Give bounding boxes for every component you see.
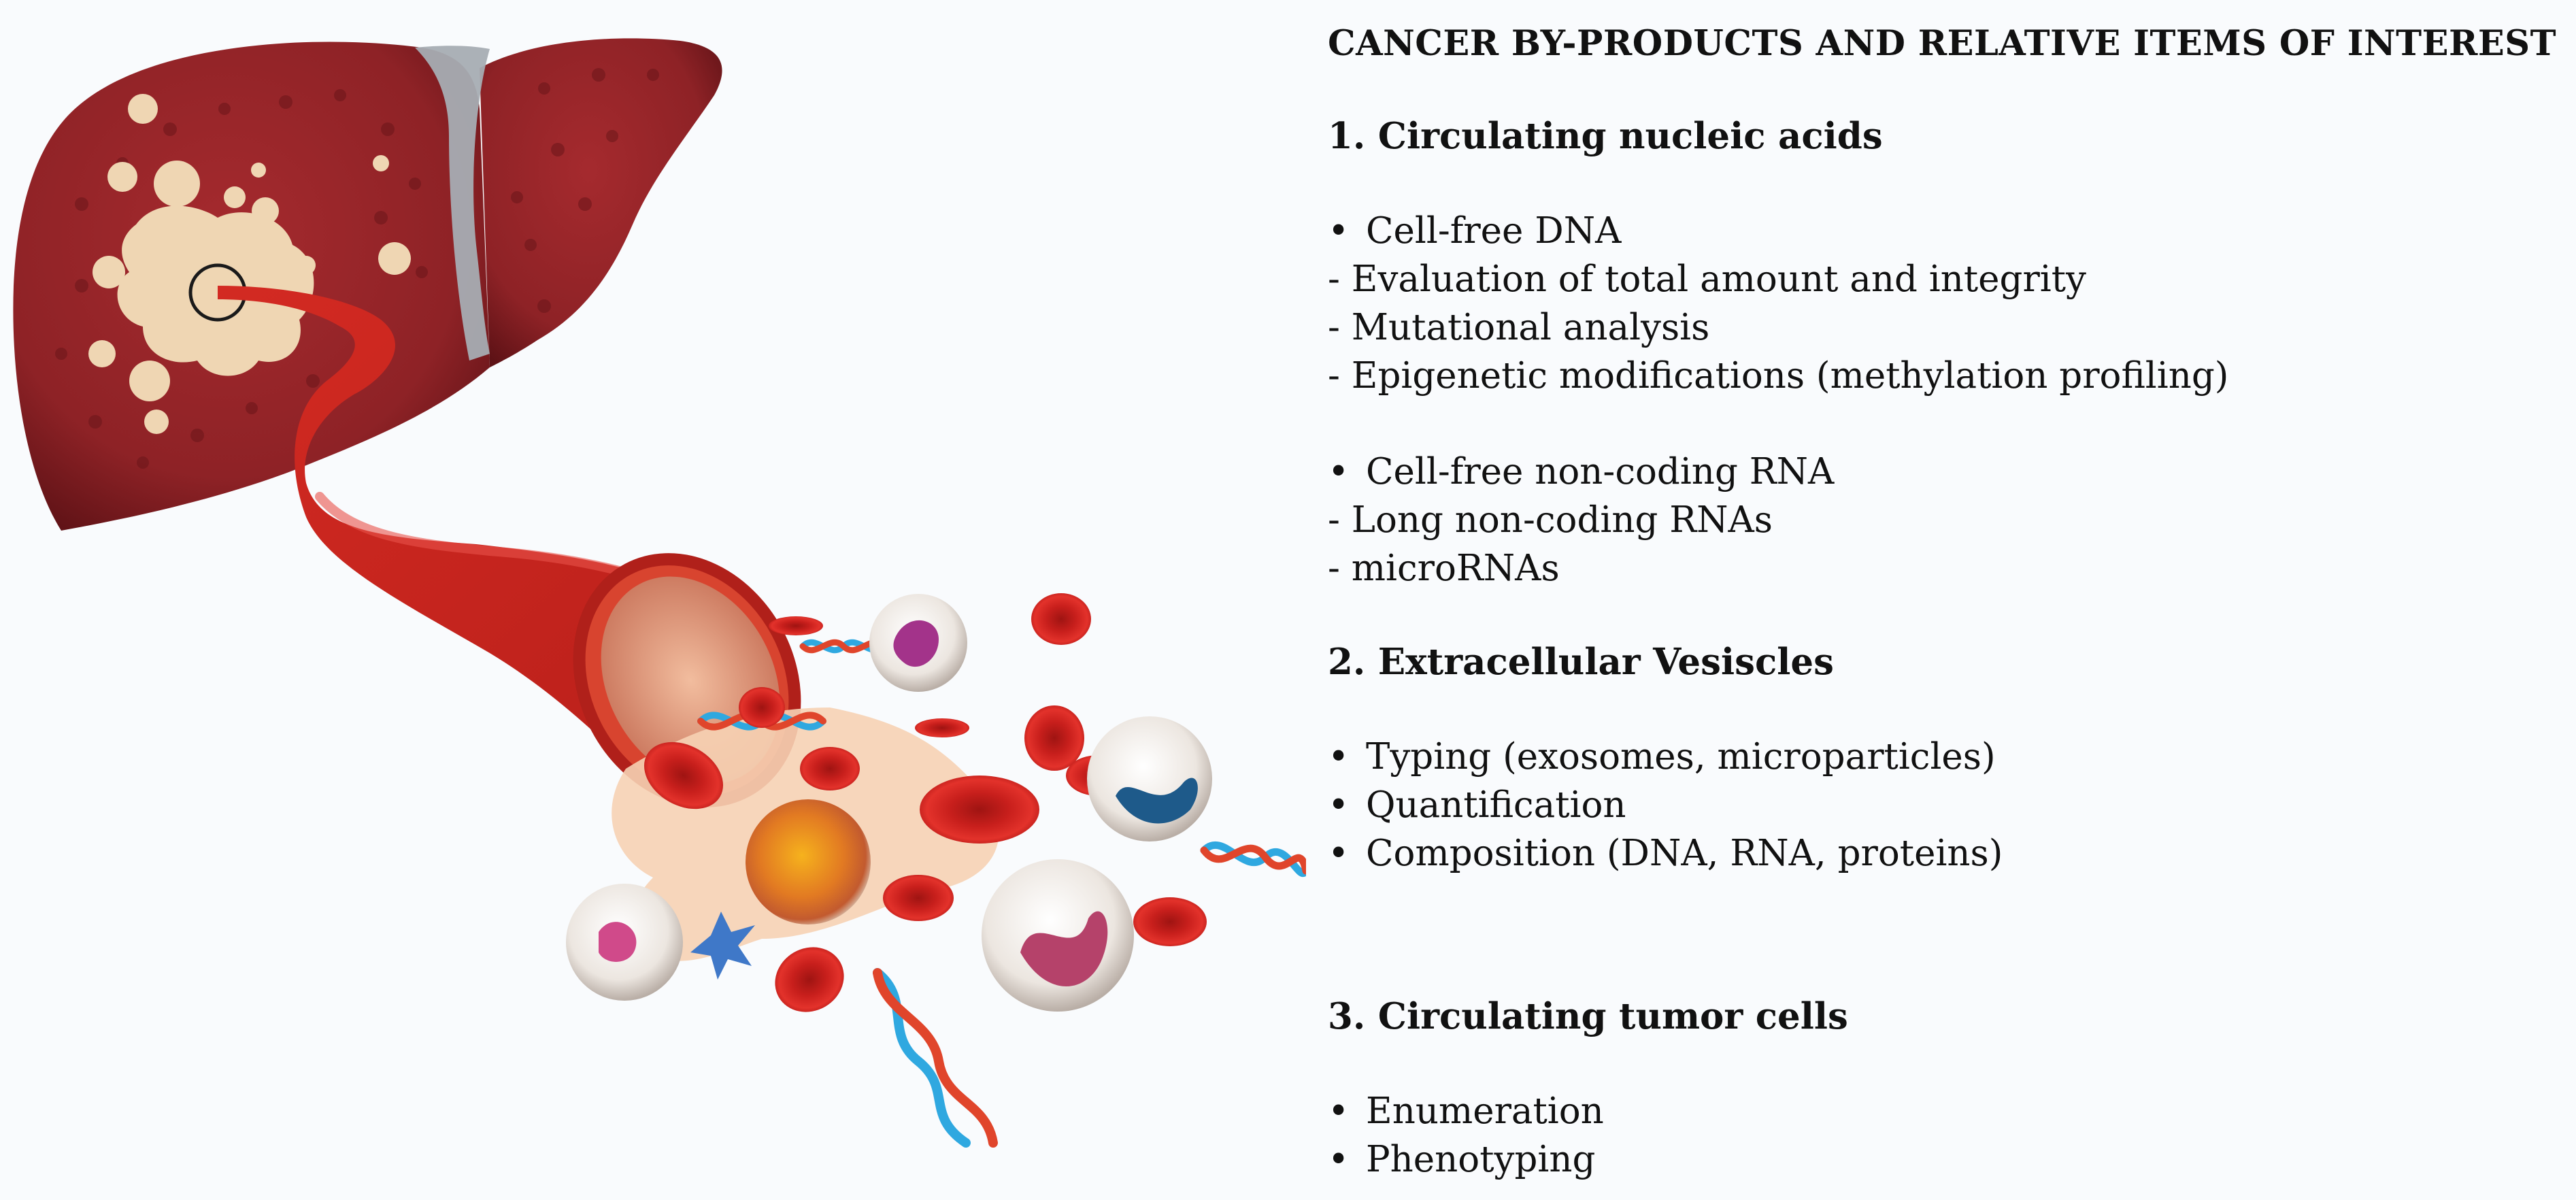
section-heading: 1. Circulating nucleic acids: [1328, 115, 1883, 157]
bullet-glyph: •: [1328, 210, 1350, 252]
bullet-glyph: •: [1328, 736, 1350, 778]
bullet-item: Enumeration: [1366, 1090, 1604, 1132]
detail-item: - microRNAs: [1328, 548, 1560, 589]
bullet-group: • Cell-free DNA - Evaluation of total amo…: [1328, 207, 2566, 400]
text-panel: CANCER BY-PRODUCTS AND RELATIVE ITEMS OF…: [1328, 22, 2566, 1184]
panel-title: CANCER BY-PRODUCTS AND RELATIVE ITEMS OF…: [1328, 23, 2557, 64]
liver-texture: [55, 68, 659, 469]
white-blood-cell: [566, 884, 683, 1001]
falciform-ligament: [415, 46, 490, 361]
bullet-glyph: •: [1328, 1090, 1350, 1132]
white-blood-cell: [869, 594, 967, 692]
liver-right-lobe: [480, 38, 722, 368]
detail-item: - Epigenetic modifications (methylation …: [1328, 355, 2229, 397]
red-blood-cells: [643, 593, 1207, 1012]
bullet-group: • Enumeration • Phenotyping: [1328, 1087, 2566, 1184]
detail-item: - Long non-coding RNAs: [1328, 499, 1773, 541]
liver: [13, 38, 722, 531]
bullet-item: Phenotyping: [1366, 1139, 1596, 1180]
bullet-item: Typing (exosomes, microparticles): [1366, 736, 1996, 778]
liver-bloodstream-illustration: [13, 38, 1306, 1148]
bullet-glyph: •: [1328, 833, 1350, 874]
bullet-item: Composition (DNA, RNA, proteins): [1366, 833, 2003, 874]
white-blood-cell: [1087, 716, 1212, 841]
section-heading: 2. Extracellular Vesiscles: [1328, 641, 1834, 683]
bullet-item: Quantification: [1366, 784, 1626, 826]
bullet-glyph: •: [1328, 451, 1350, 493]
bullet-group: • Cell-free non-coding RNA - Long non-cod…: [1328, 448, 2566, 593]
section-heading: 3. Circulating tumor cells: [1328, 995, 1848, 1037]
circulating-tumor-cell: [746, 799, 871, 924]
bullet-item: Cell-free non-coding RNA: [1366, 451, 1835, 493]
bullet-glyph: •: [1328, 1139, 1350, 1180]
bullet-glyph: •: [1328, 784, 1350, 826]
bullet-item: Cell-free DNA: [1366, 210, 1622, 252]
bullet-group: • Typing (exosomes, microparticles) • Quan…: [1328, 733, 2566, 878]
dna-helix: [1200, 841, 1306, 877]
white-blood-cell: [982, 859, 1134, 1012]
detail-item: - Evaluation of total amount and integri…: [1328, 259, 2086, 300]
tumor-mass: [88, 94, 411, 434]
platelet: [690, 912, 755, 980]
dna-helix: [873, 968, 998, 1148]
detail-item: - Mutational analysis: [1328, 307, 1710, 348]
